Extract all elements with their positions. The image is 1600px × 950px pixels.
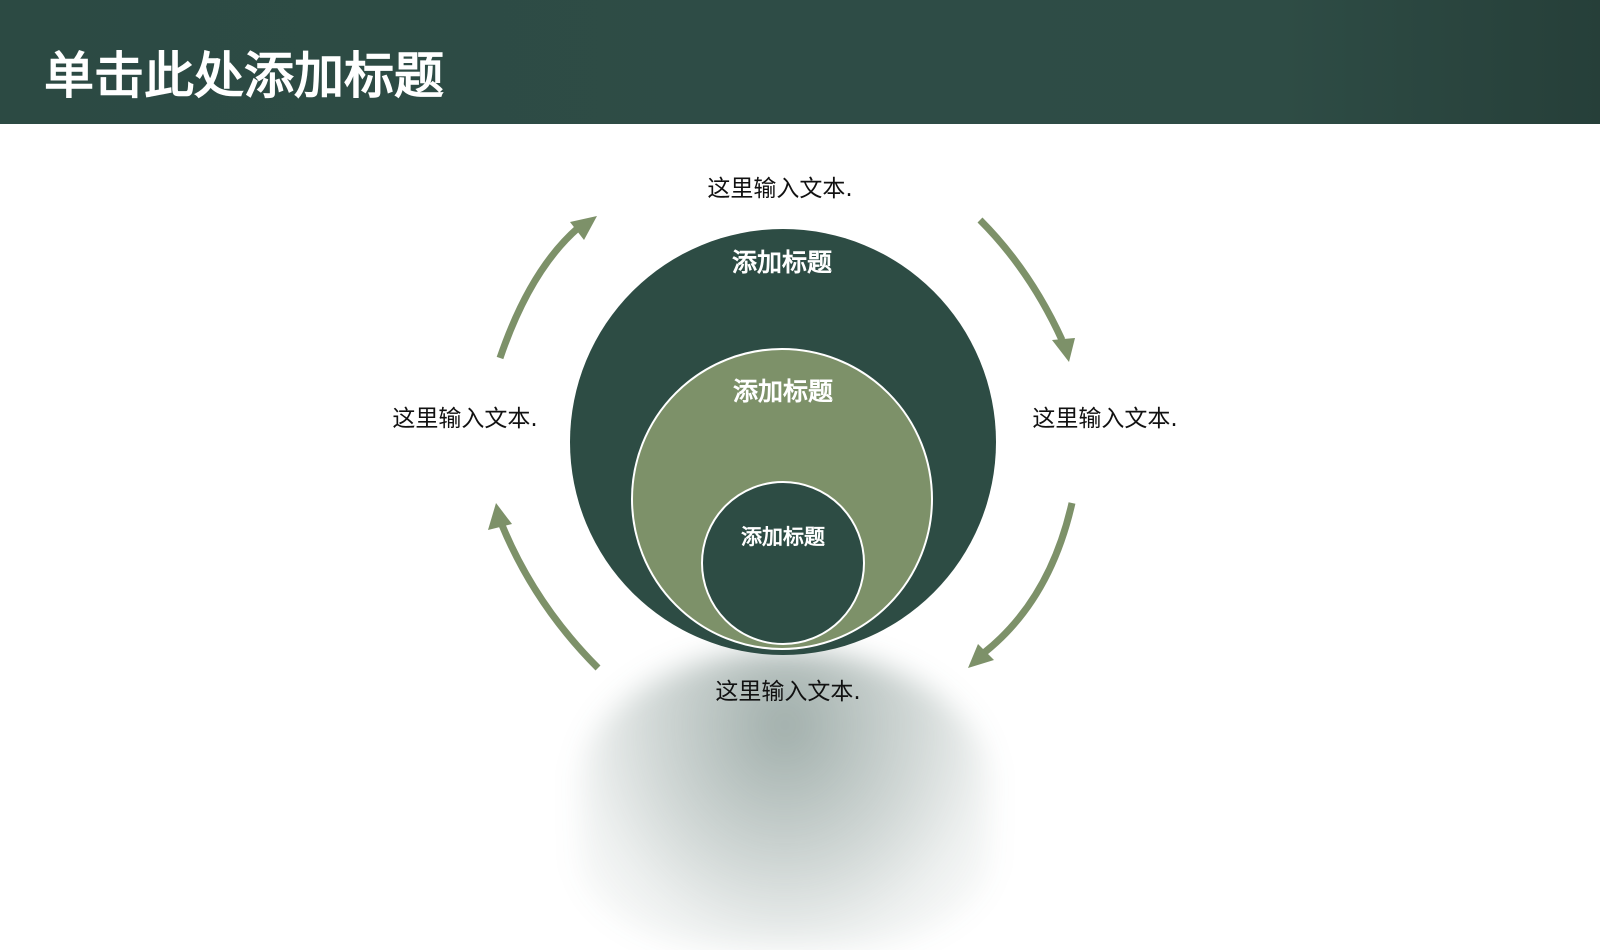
inner-circle[interactable] <box>701 481 865 645</box>
label-top[interactable]: 这里输入文本. <box>707 176 853 202</box>
arrow-top-right-icon <box>977 217 1075 362</box>
cycle-diagram: 添加标题 添加标题 添加标题 这里输入文本. 这里输入文本. 这里输入文本. 这… <box>392 176 1178 950</box>
arrow-bottom-left-icon <box>488 503 601 671</box>
title-bar: 单击此处添加标题 <box>0 0 1600 124</box>
arrow-top-left-icon <box>496 216 597 360</box>
slide-title[interactable]: 单击此处添加标题 <box>44 47 444 105</box>
outer-circle-title[interactable]: 添加标题 <box>731 248 833 277</box>
label-bottom[interactable]: 这里输入文本. <box>715 679 861 705</box>
arrow-bottom-right-icon <box>968 502 1076 668</box>
diagram-graphics <box>488 216 1076 671</box>
middle-circle-title[interactable]: 添加标题 <box>732 377 834 406</box>
inner-circle-title[interactable]: 添加标题 <box>741 525 825 549</box>
label-left[interactable]: 这里输入文本. <box>392 406 538 432</box>
label-right[interactable]: 这里输入文本. <box>1032 406 1178 432</box>
